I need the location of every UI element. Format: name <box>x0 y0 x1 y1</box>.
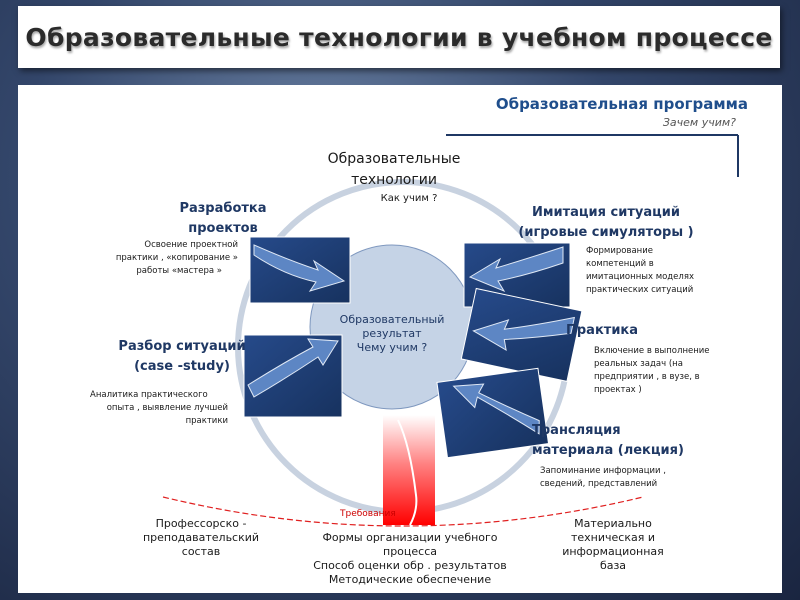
projects-desc-line1: Освоение проектной <box>144 240 238 250</box>
node-cases: Разбор ситуаций (case -study) <box>102 337 262 377</box>
cases-desc: Аналитика практического опыта , выявлени… <box>78 389 228 428</box>
forms-line2: процесса <box>383 545 437 558</box>
lecture-title-line2: материала (лекция) <box>532 443 684 458</box>
title-bar: Образовательные технологии в учебном про… <box>18 6 780 68</box>
cases-desc-line3: практики <box>185 416 228 426</box>
practice-desc-line2: реальных задач (на <box>594 359 683 369</box>
projects-desc-line3: работы «мастера » <box>136 266 222 276</box>
base-line2: техническая и <box>571 531 655 544</box>
result-line2: результат <box>362 327 422 340</box>
lecture-arrow-box <box>436 367 550 459</box>
simulation-desc-line3: имитационных моделях <box>586 272 694 282</box>
staff-line2: преподавательский <box>142 531 260 544</box>
result-line1: Образовательный <box>339 313 445 326</box>
result-block: Образовательный результат Чему учим ? <box>310 313 474 355</box>
forms-line3: Способ оценки обр . результатов <box>313 559 507 572</box>
requirements-label: Требования <box>340 509 396 519</box>
lecture-title-line1: Трансляция <box>532 423 621 438</box>
simulation-desc-line1: Формирование <box>586 246 653 256</box>
simulation-desc-line2: компетенций в <box>586 259 654 269</box>
simulation-desc: Формирование компетенций в имитационных … <box>586 245 736 297</box>
simulation-desc-line4: практических ситуаций <box>586 285 694 295</box>
practice-desc-line1: Включение в выполнение <box>594 346 710 356</box>
node-practice: Практика <box>566 321 646 341</box>
program-title: Образовательная программа <box>495 95 748 113</box>
staff-line1: Профессорско - <box>155 517 247 530</box>
cases-title-line1: Разбор ситуаций <box>118 339 246 354</box>
cases-title-line2: (case -study) <box>134 359 230 374</box>
cases-desc-line2: опыта , выявление лучшей <box>106 403 228 413</box>
practice-arrow-box <box>460 287 583 382</box>
technologies-subtitle: Как учим ? <box>380 193 438 204</box>
practice-desc-line4: проектах ) <box>594 385 642 395</box>
staff-line3: состав <box>181 545 221 558</box>
node-projects: Разработка проектов <box>160 199 286 239</box>
projects-desc: Освоение проектной практики , «копирован… <box>98 239 238 278</box>
node-lecture: Трансляция материала (лекция) <box>532 421 712 461</box>
result-line3: Чему учим ? <box>356 341 428 354</box>
lecture-desc: Запоминание информации , сведений, предс… <box>540 465 720 491</box>
bottom-forms: Формы организации учебного процесса Спос… <box>302 531 518 587</box>
requirements-arc <box>162 496 644 527</box>
practice-desc-line3: предприятии , в вузе, в <box>594 372 700 382</box>
cases-arrow-box <box>243 334 343 418</box>
slide-title: Образовательные технологии в учебном про… <box>25 22 773 52</box>
lecture-desc-line2: сведений, представлений <box>540 479 658 489</box>
base-line3: информационная <box>562 545 664 558</box>
requirements-bar <box>383 415 435 525</box>
content-panel: Образовательная программа Зачем учим? Об… <box>18 85 782 593</box>
forms-line1: Формы организации учебного <box>322 531 498 544</box>
technologies-title-line2: технологии <box>351 172 437 188</box>
simulation-title-line2: (игровые симуляторы ) <box>518 225 694 240</box>
projects-title-line1: Разработка <box>179 201 267 216</box>
bottom-staff: Профессорско - преподавательский состав <box>126 517 276 559</box>
program-block: Образовательная программа Зачем учим? <box>448 93 748 131</box>
program-subtitle: Зачем учим? <box>662 116 736 129</box>
cases-desc-line1: Аналитика практического <box>90 390 208 400</box>
forms-line4: Методические обеспечение <box>328 573 492 586</box>
requirements-arrow-curve <box>397 419 418 526</box>
technologies-block: Образовательные технологии Как учим ? <box>294 149 494 207</box>
simulation-title-line1: Имитация ситуаций <box>532 205 680 220</box>
bottom-base: Материально техническая и информационная… <box>548 517 678 573</box>
projects-title-line2: проектов <box>188 221 258 236</box>
diagram-graphics <box>162 134 739 527</box>
base-line4: база <box>599 559 627 572</box>
technologies-title-line1: Образовательные <box>327 151 461 167</box>
projects-desc-line2: практики , «копирование » <box>115 253 238 263</box>
practice-desc: Включение в выполнение реальных задач (н… <box>594 345 754 397</box>
base-line1: Материально <box>574 517 652 530</box>
practice-title: Практика <box>566 323 639 338</box>
node-simulation: Имитация ситуаций (игровые симуляторы ) <box>498 203 714 243</box>
projects-arrow-box <box>249 236 351 304</box>
lecture-desc-line1: Запоминание информации , <box>540 466 666 476</box>
